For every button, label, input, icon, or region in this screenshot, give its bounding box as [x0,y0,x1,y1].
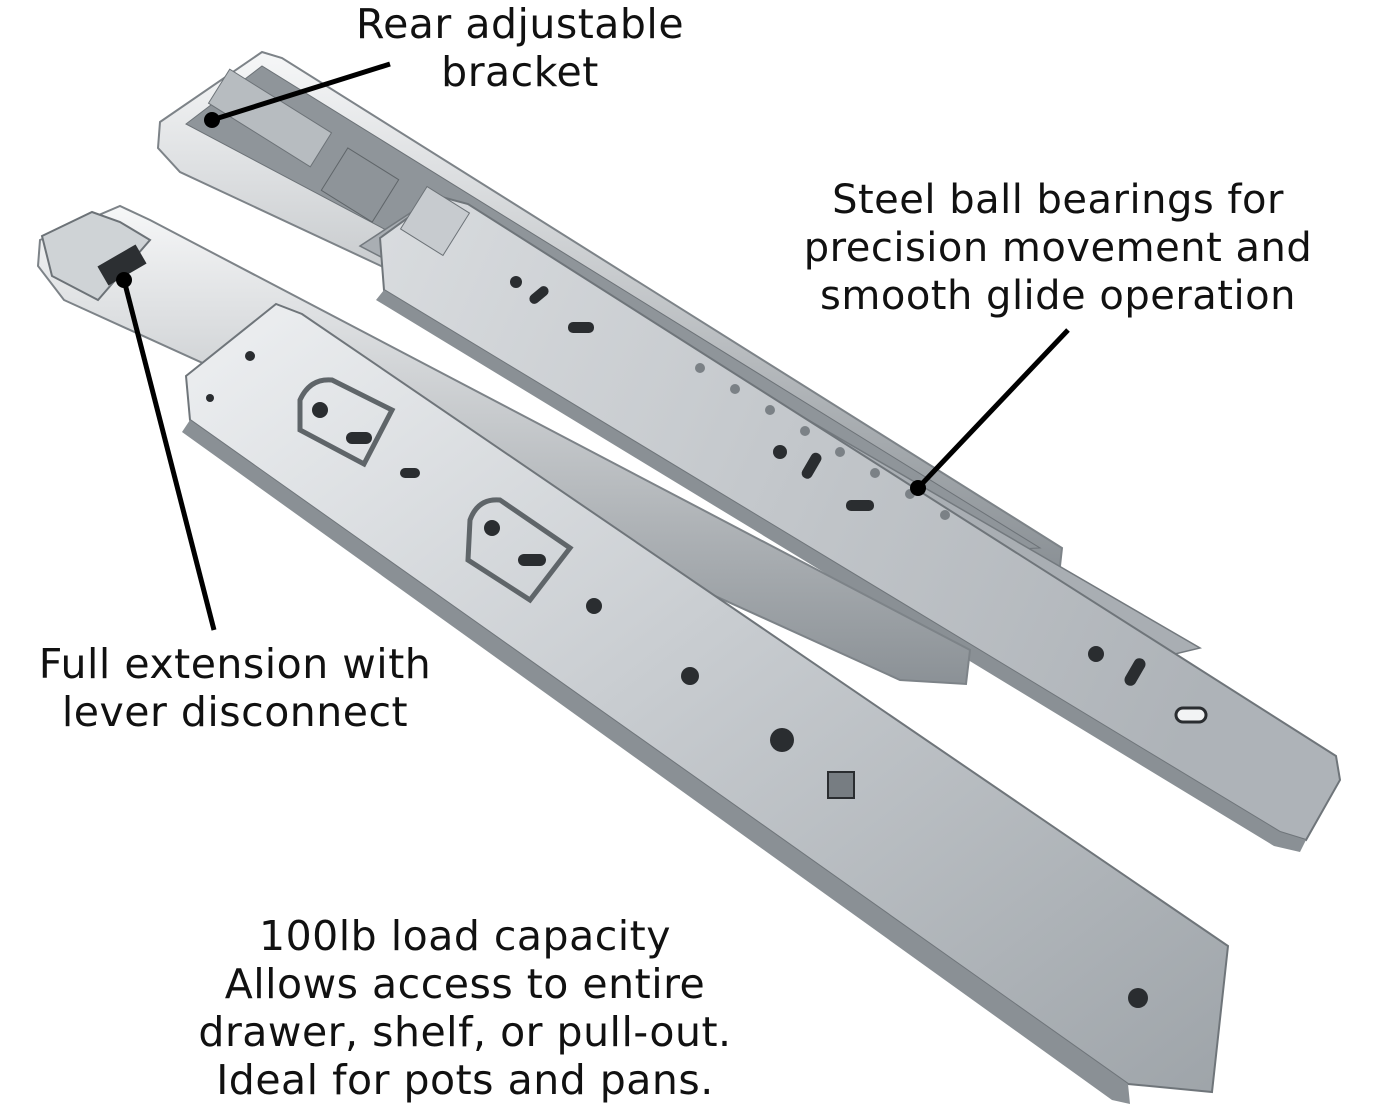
full-extension-leader-dot [116,272,132,288]
disconnect-lever [97,244,147,286]
leader-lines [116,61,1070,631]
full-extension-line-1: Full extension with [38,640,432,688]
load-capacity-line-3: drawer, shelf, or pull-out. [198,1008,732,1056]
load-capacity-line-1: 100lb load capacity [259,912,671,960]
full-extension-leader [121,279,217,631]
back-slide-inner-lip [376,290,1306,852]
ball-bearings-leader-dot [910,480,926,496]
front-slide-cutouts [297,377,574,604]
back-slide-holes [510,276,1208,724]
rear-bracket-callout: Rear adjustable bracket [320,0,720,96]
rear-bracket-line-2: bracket [441,48,599,96]
front-slide-lever-end [40,210,152,302]
load-capacity-line-4: Ideal for pots and pans. [216,1056,714,1104]
rear-bracket-leader-dot [204,112,220,128]
back-slide-inner-member [378,194,1342,842]
ball-bearings-line-1: Steel ball bearings for [832,177,1284,223]
front-drawer-slide [36,204,1230,1104]
full-extension-callout: Full extension with lever disconnect [0,640,470,736]
rear-bracket-mechanism [207,68,471,257]
ball-bearings-leader [916,328,1070,490]
ball-bearings-callout: Steel ball bearings for precision moveme… [740,176,1376,320]
ball-bearing-row [695,363,950,520]
front-slide-holes [206,351,1148,1008]
load-capacity-callout: 100lb load capacity Allows access to ent… [140,912,790,1104]
back-drawer-slide [156,50,1342,852]
rear-bracket-leader [211,61,391,123]
ball-bearings-line-3: smooth glide operation [820,273,1296,319]
load-capacity-line-2: Allows access to entire [224,960,706,1008]
rear-bracket-line-1: Rear adjustable [355,0,685,48]
ball-bearings-line-2: precision movement and [803,225,1313,271]
full-extension-line-2: lever disconnect [61,688,409,736]
front-slide-inner-lip [182,420,1130,1104]
